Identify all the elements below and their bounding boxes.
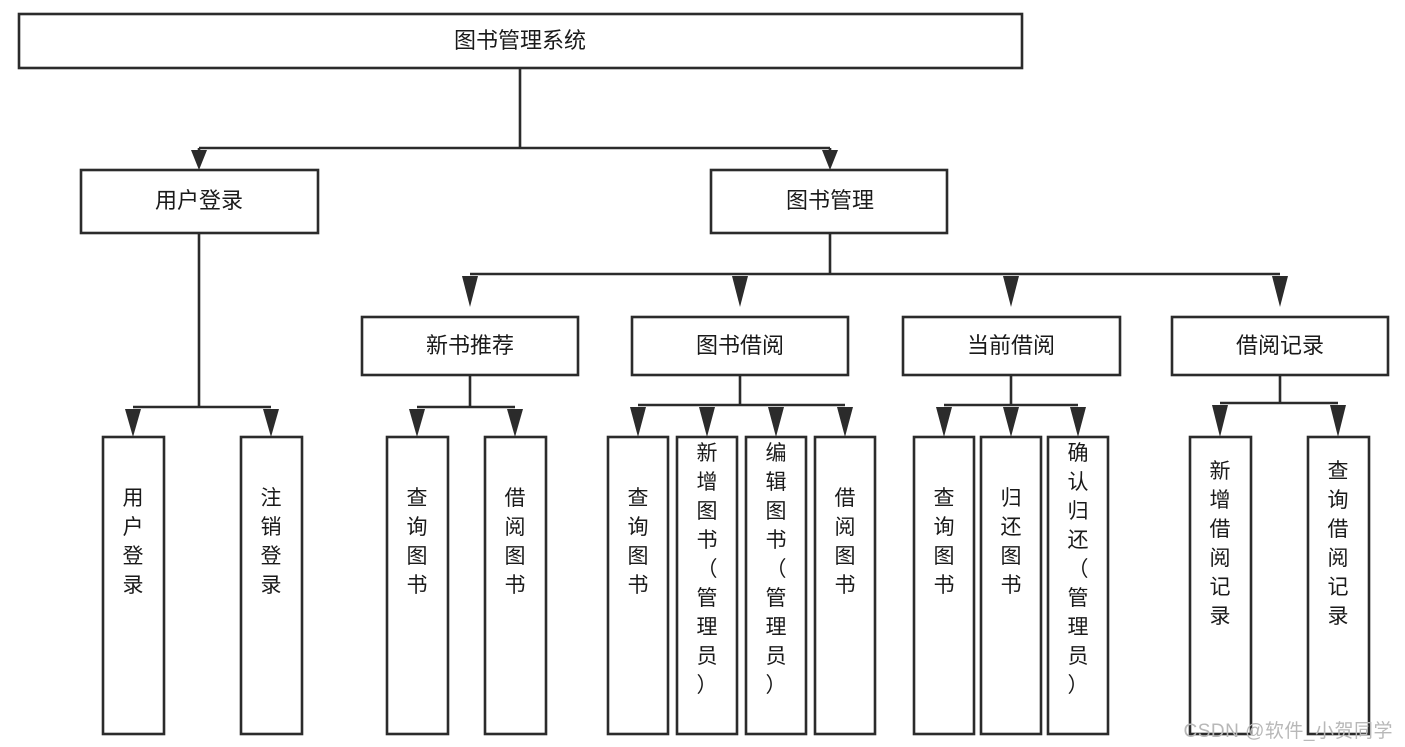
node-new-book-rec[interactable]: 新书推荐 <box>360 315 580 377</box>
node-leaf-user-logout-box[interactable] <box>239 435 304 736</box>
node-leaf-record-add-box[interactable] <box>1188 435 1253 736</box>
arrowhead-currentborrow-leaf1 <box>936 407 952 437</box>
node-borrow-record[interactable]: 借阅记录 <box>1170 315 1390 377</box>
arrowhead-root-to-book-manage <box>822 150 838 170</box>
node-new-book-rec-label: 新书推荐 <box>426 333 514 358</box>
node-leaf-record-query[interactable]: 查询借阅记录 <box>1306 435 1371 736</box>
node-leaf-borrow-edit[interactable]: 编辑图书（管理员） <box>744 435 808 736</box>
node-book-borrow-box[interactable] <box>630 315 850 377</box>
connector-layer <box>125 68 1346 437</box>
node-current-borrow[interactable]: 当前借阅 <box>901 315 1122 377</box>
node-leaf-borrow-add-box[interactable] <box>675 435 739 736</box>
arrowhead-bookborrow-leaf4 <box>837 407 853 437</box>
node-leaf-newbook-borrow-label: 借阅图书 <box>505 487 526 597</box>
node-leaf-user-login[interactable]: 用户登录 <box>101 435 166 736</box>
node-leaf-borrow-edit-label: 编辑图书（管理员） <box>766 442 787 697</box>
node-leaf-borrow-query-box[interactable] <box>606 435 670 736</box>
node-book-borrow[interactable]: 图书借阅 <box>630 315 850 377</box>
node-leaf-current-confirm-label: 确认归还（管理员） <box>1068 442 1089 697</box>
node-leaf-current-return-label: 归还图书 <box>1001 487 1022 597</box>
node-user-login[interactable]: 用户登录 <box>79 168 320 235</box>
node-leaf-newbook-query[interactable]: 查询图书 <box>385 435 450 736</box>
node-user-login-label: 用户登录 <box>155 188 243 213</box>
node-book-manage-label: 图书管理 <box>786 188 874 213</box>
node-leaf-borrow-query-label: 查询图书 <box>628 487 649 597</box>
node-root-box[interactable] <box>17 12 1024 70</box>
arrowhead-to-book-borrow <box>732 276 748 307</box>
arrowhead-borrowrecord-leaf2 <box>1330 405 1346 437</box>
node-leaf-user-login-label: 用户登录 <box>123 487 144 597</box>
arrowhead-bookborrow-leaf1 <box>630 407 646 437</box>
node-root[interactable]: 图书管理系统 <box>17 12 1024 70</box>
node-leaf-user-login-box[interactable] <box>101 435 166 736</box>
node-leaf-user-logout[interactable]: 注销登录 <box>239 435 304 736</box>
arrowhead-to-current-borrow <box>1003 276 1019 307</box>
node-leaf-borrow-do[interactable]: 借阅图书 <box>813 435 877 736</box>
arrowhead-bookborrow-leaf2 <box>699 407 715 437</box>
node-leaf-borrow-add-label: 新增图书（管理员） <box>697 442 718 697</box>
node-leaf-record-query-box[interactable] <box>1306 435 1371 736</box>
node-leaf-current-query-label: 查询图书 <box>934 487 955 597</box>
node-book-borrow-label: 图书借阅 <box>696 333 784 358</box>
arrowhead-to-borrow-record <box>1272 276 1288 307</box>
arrowhead-borrowrecord-leaf1 <box>1212 405 1228 437</box>
arrowhead-root-to-user-login <box>191 150 207 170</box>
node-book-manage[interactable]: 图书管理 <box>709 168 949 235</box>
node-leaf-borrow-do-label: 借阅图书 <box>835 487 856 597</box>
node-borrow-record-box[interactable] <box>1170 315 1390 377</box>
node-leaf-newbook-borrow[interactable]: 借阅图书 <box>483 435 548 736</box>
node-leaf-current-confirm-box[interactable] <box>1046 435 1110 736</box>
arrowhead-userlogin-leaf2 <box>263 409 279 437</box>
node-leaf-borrow-query[interactable]: 查询图书 <box>606 435 670 736</box>
node-layer: 图书管理系统 用户登录 图书管理 新书推荐 图书借阅 <box>17 12 1390 736</box>
node-leaf-current-query[interactable]: 查询图书 <box>912 435 976 736</box>
node-leaf-borrow-do-box[interactable] <box>813 435 877 736</box>
arrowhead-bookborrow-leaf3 <box>768 407 784 437</box>
node-leaf-newbook-borrow-box[interactable] <box>483 435 548 736</box>
arrowhead-newbook-leaf2 <box>507 409 523 437</box>
node-leaf-current-confirm[interactable]: 确认归还（管理员） <box>1046 435 1110 736</box>
node-leaf-current-return[interactable]: 归还图书 <box>979 435 1043 736</box>
node-leaf-record-add-label: 新增借阅记录 <box>1210 460 1231 628</box>
node-current-borrow-box[interactable] <box>901 315 1122 377</box>
node-leaf-record-query-label: 查询借阅记录 <box>1328 460 1349 628</box>
node-leaf-current-return-box[interactable] <box>979 435 1043 736</box>
node-new-book-rec-box[interactable] <box>360 315 580 377</box>
arrowhead-to-new-book-rec <box>462 276 478 307</box>
node-user-login-box[interactable] <box>79 168 320 235</box>
node-leaf-record-add[interactable]: 新增借阅记录 <box>1188 435 1253 736</box>
node-leaf-user-logout-label: 注销登录 <box>261 487 282 597</box>
node-root-label: 图书管理系统 <box>454 28 586 53</box>
node-leaf-borrow-add[interactable]: 新增图书（管理员） <box>675 435 739 736</box>
node-leaf-newbook-query-label: 查询图书 <box>407 487 428 597</box>
arrowhead-newbook-leaf1 <box>409 409 425 437</box>
node-borrow-record-label: 借阅记录 <box>1236 333 1324 358</box>
node-leaf-current-query-box[interactable] <box>912 435 976 736</box>
arrowhead-currentborrow-leaf3 <box>1070 407 1086 437</box>
arrowhead-currentborrow-leaf2 <box>1003 407 1019 437</box>
node-leaf-borrow-edit-box[interactable] <box>744 435 808 736</box>
node-current-borrow-label: 当前借阅 <box>967 333 1055 358</box>
node-book-manage-box[interactable] <box>709 168 949 235</box>
node-leaf-newbook-query-box[interactable] <box>385 435 450 736</box>
arrowhead-userlogin-leaf1 <box>125 409 141 437</box>
